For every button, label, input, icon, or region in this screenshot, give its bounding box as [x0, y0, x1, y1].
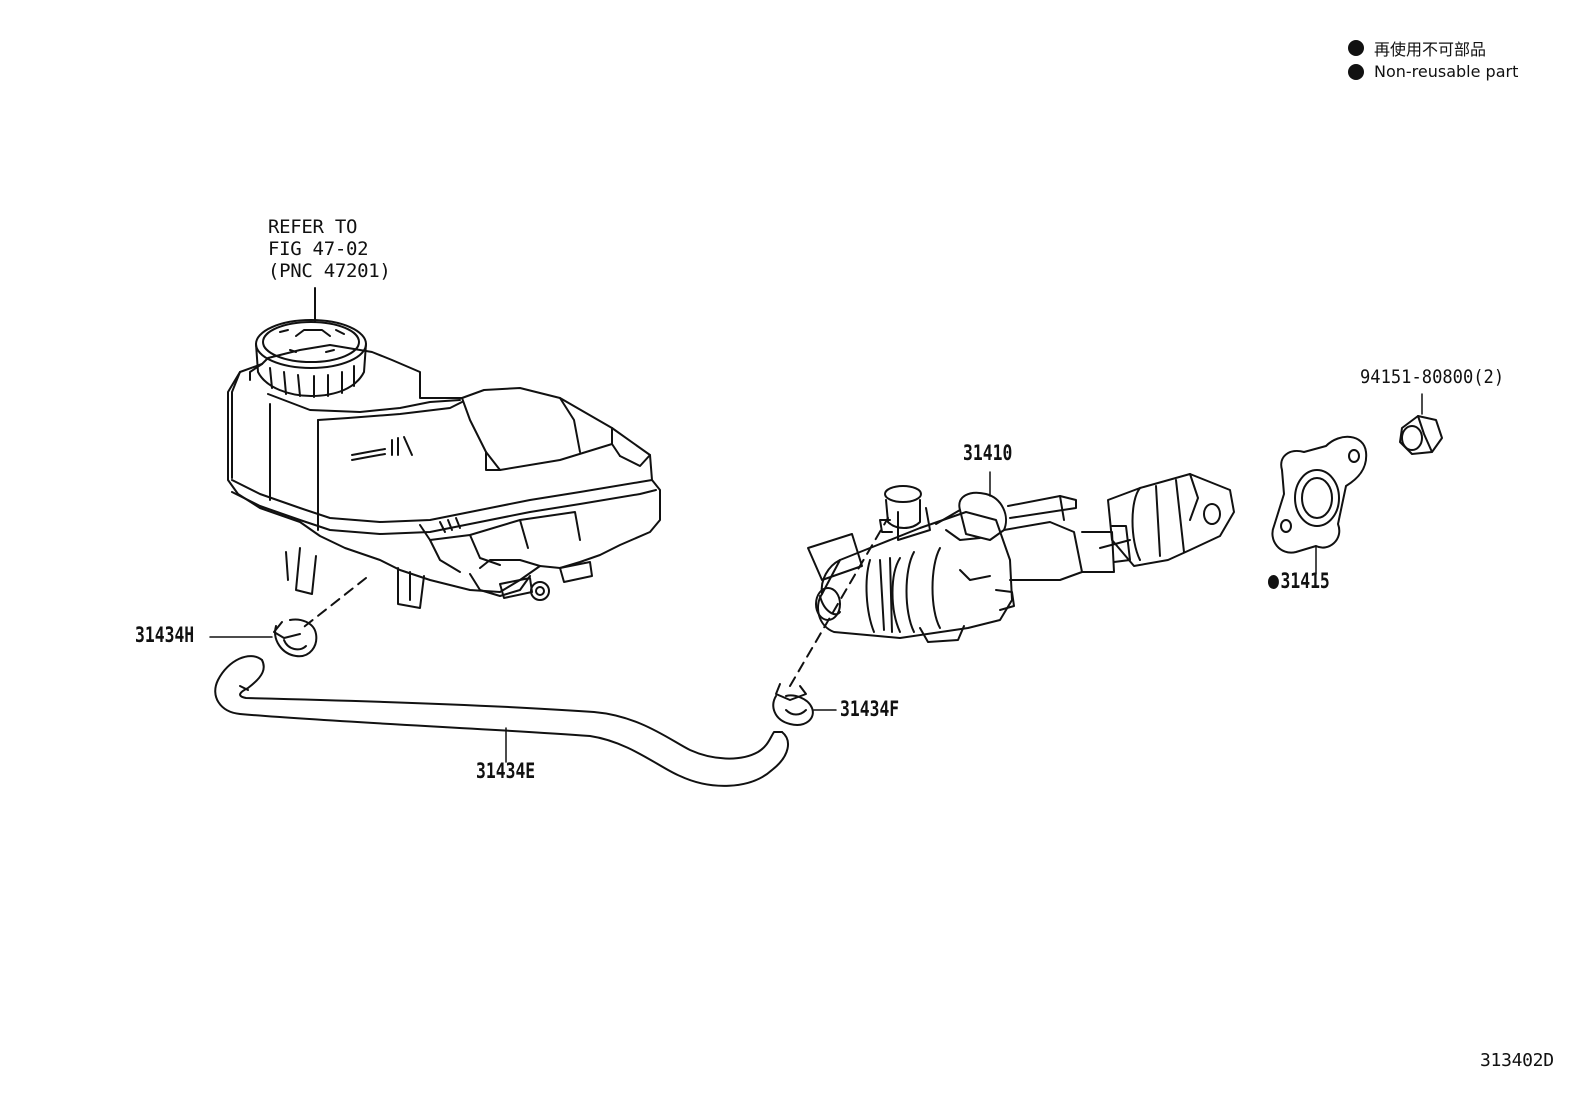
reference-line-3: (PNC 47201)	[268, 260, 391, 282]
figure-code: 313402D	[1480, 1050, 1554, 1071]
reference-line-1: REFER TO	[268, 216, 358, 238]
non-reusable-icon	[1268, 575, 1279, 589]
dashed-line-reservoir	[299, 577, 367, 631]
bullet-icon	[1348, 40, 1364, 56]
part-number-master-cylinder: 31410	[963, 441, 1013, 465]
gasket	[1271, 436, 1368, 554]
part-number-gasket: 31415	[1268, 570, 1330, 592]
part-number-nut: 94151-80800(2)	[1360, 366, 1505, 388]
reference-line-2: FIG 47-02	[268, 238, 369, 260]
reservoir-cap	[255, 319, 367, 398]
clutch-master-cylinder	[807, 473, 1235, 643]
legend-label: 再使用不可部品	[1374, 40, 1487, 59]
part-number-clip-h: 31434H	[135, 623, 195, 647]
flange-nut	[1399, 415, 1443, 455]
part-number-hose: 31434E	[476, 759, 536, 783]
dashed-line-cylinder	[789, 517, 889, 687]
legend-item-english: Non-reusable part	[1348, 62, 1518, 81]
legend-item-japanese: 再使用不可部品	[1348, 36, 1486, 60]
hose-clip-h	[273, 618, 318, 658]
legend-label: Non-reusable part	[1374, 62, 1519, 81]
reservoir-hose	[214, 655, 789, 787]
bullet-icon	[1348, 63, 1364, 80]
reservoir-tank	[227, 344, 661, 609]
hose-clip-f	[772, 683, 814, 726]
part-number-clip-f: 31434F	[840, 697, 900, 721]
